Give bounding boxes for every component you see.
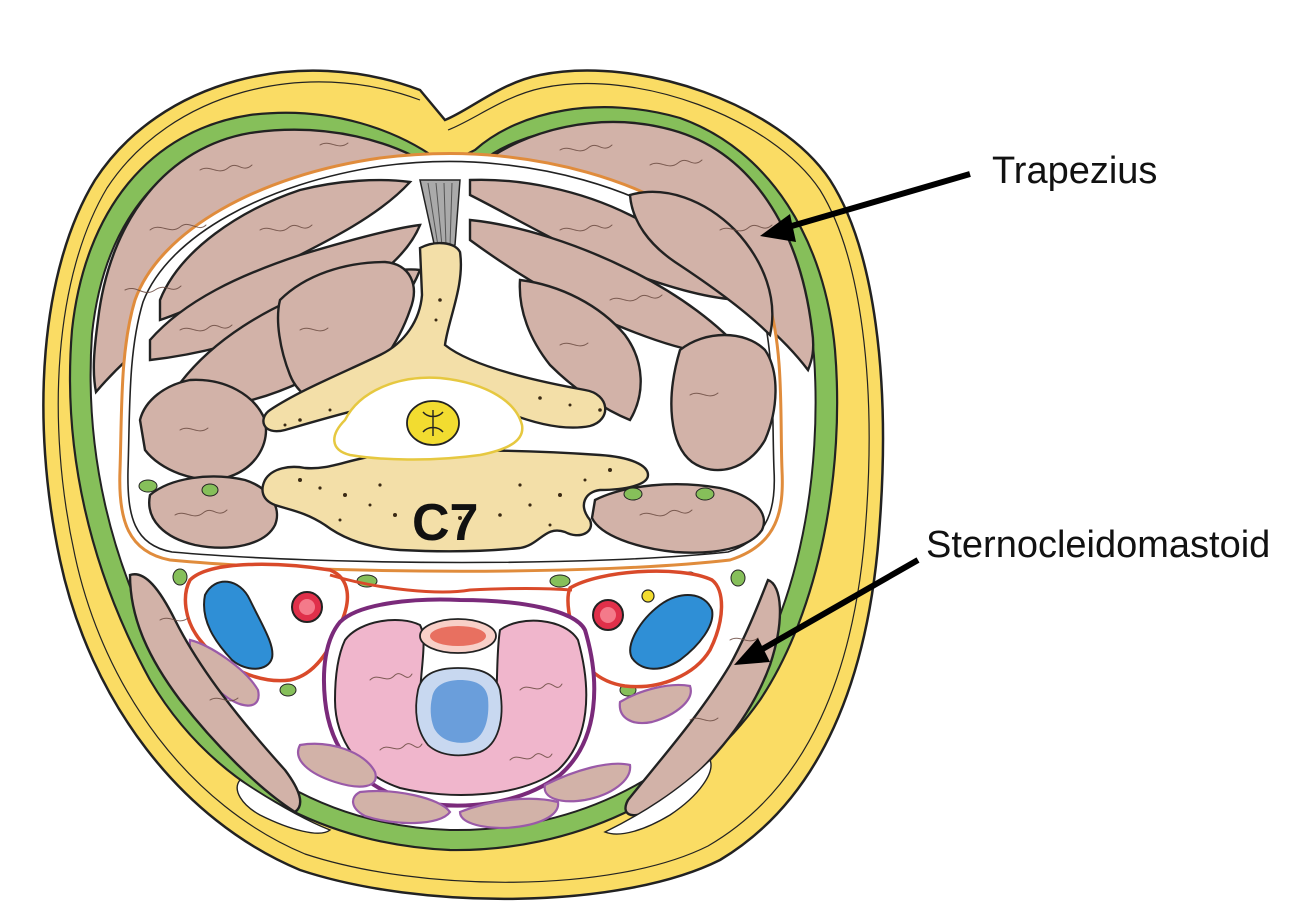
trapezius-pointer-line: [777, 171, 971, 233]
internal-jugular-right: [629, 593, 714, 670]
internal-jugular-left: [203, 580, 274, 670]
deep-muscle-r3: [628, 190, 774, 338]
nuchal-ligament-lines: [427, 182, 453, 247]
deep-muscle-r4: [670, 333, 777, 472]
prevertebral-fascia-inner: [127, 160, 776, 564]
vagus-nerve-right: [641, 589, 655, 603]
bone-speckles: [283, 298, 612, 527]
carotid-artery-left-lumen: [299, 599, 315, 615]
subcutaneous-gap-right: [603, 758, 712, 835]
esophagus-lumen: [430, 626, 486, 646]
skin-inner-line: [57, 81, 870, 883]
subcutaneous-gap-left: [236, 779, 332, 834]
deep-muscle-l5: [148, 475, 279, 549]
infrahyoid-strap-muscles: [188, 638, 692, 830]
deep-muscle-r5: [590, 483, 765, 554]
sternocleidomastoid-pointer-arrowhead: [734, 638, 770, 665]
trapezius-pointer-arrowhead: [760, 214, 796, 242]
trapezius-label: Trapezius: [992, 150, 1157, 192]
vertebra-label: C7: [412, 494, 478, 552]
carotid-artery-right-lumen: [600, 607, 616, 623]
sternocleidomastoid-right: [624, 578, 782, 817]
trachea-lumen: [430, 680, 489, 743]
spinal-cord-grey-matter: [422, 410, 444, 436]
sternocleidomastoid-label: Sternocleidomastoid: [926, 524, 1270, 566]
muscle-texture: [124, 142, 773, 761]
sternocleidomastoid-pointer-line: [750, 557, 920, 658]
deep-muscle-r6: [518, 278, 642, 422]
alar-fascia: [329, 573, 573, 594]
